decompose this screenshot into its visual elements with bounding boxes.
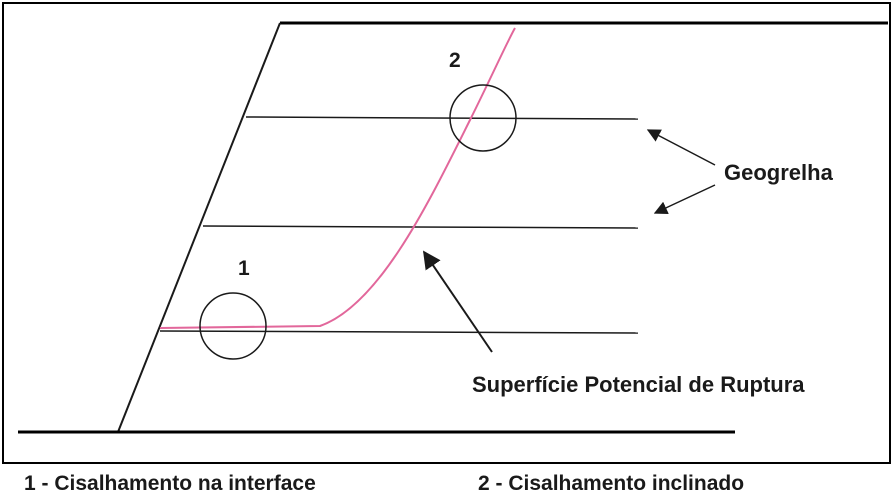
failure-surface-arrow	[422, 250, 493, 353]
marker-2-label: 2	[449, 49, 461, 72]
caption-inclined-shear: 2 - Cisalhamento inclinado	[478, 472, 744, 495]
marker-circle-1	[199, 292, 267, 360]
slope-face-line	[117, 22, 281, 433]
failure-surface-label: Superfície Potencial de Ruptura	[472, 372, 805, 397]
marker-circle-2	[449, 84, 517, 152]
geogrid-label: Geogrelha	[724, 160, 834, 185]
figure-frame	[2, 2, 891, 464]
geogrid-arrow-lower	[653, 184, 716, 214]
geogrid-layer-middle	[202, 225, 639, 229]
geogrid-layer-bottom	[159, 330, 639, 334]
geogrid-layer-top	[245, 116, 639, 120]
failure-surface-curve	[159, 27, 516, 329]
geogrid-arrow-upper	[646, 129, 716, 166]
caption-interface-shear: 1 - Cisalhamento na interface	[24, 472, 316, 495]
marker-1-label: 1	[238, 257, 250, 280]
